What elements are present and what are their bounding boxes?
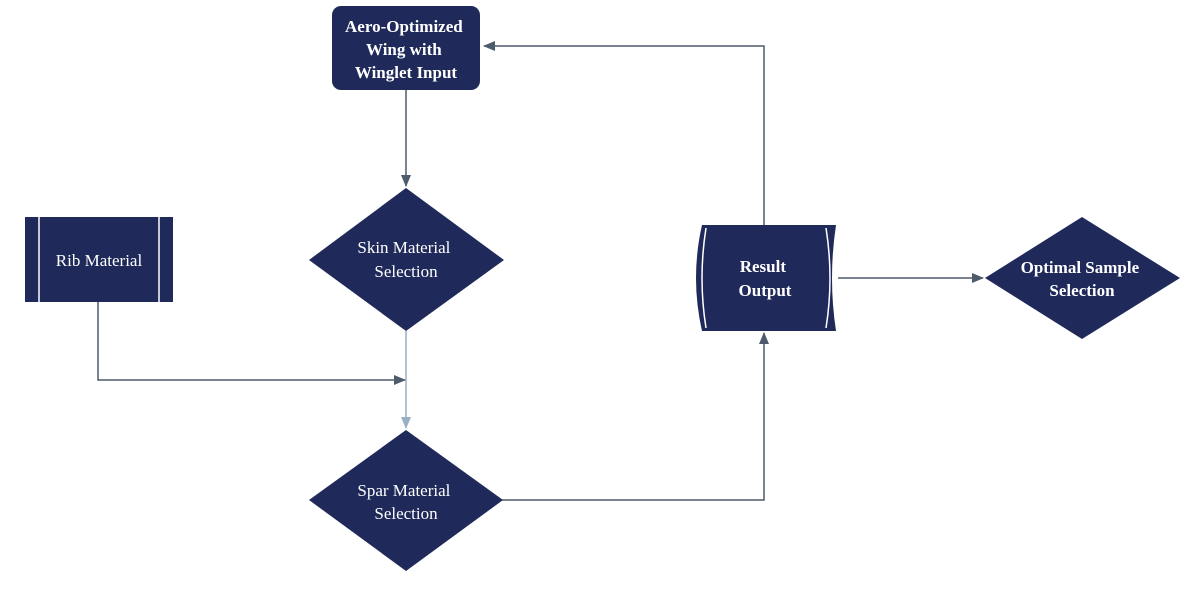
optimal-selection-label-line1: Optimal Sample <box>1021 258 1140 277</box>
svg-text:Aero-Optimized Wing with: Aero-Optimized Wing with Winglet Input <box>345 17 467 82</box>
optimal-selection-node: Optimal Sample Selection <box>985 217 1180 339</box>
skin-selection-label-line1: Skin Material <box>357 238 450 257</box>
svg-text:Spar Material Selection: Spar Material Selection <box>357 481 454 523</box>
connector-result-to-wing <box>483 41 765 225</box>
connector-spar-to-result <box>502 332 769 501</box>
spar-selection-label-line2: Selection <box>374 504 438 523</box>
svg-text:Skin Material Selection: Skin Material Selection <box>357 238 454 281</box>
rib-material-node: Rib Material <box>25 217 173 302</box>
result-output-node: Result Output <box>696 225 836 331</box>
wing-input-label-line1: Aero-Optimized <box>345 17 463 36</box>
spar-selection-node: Spar Material Selection <box>309 430 503 571</box>
svg-text:Optimal Sample Selection: Optimal Sample Selection <box>1021 258 1144 300</box>
wing-input-label-line2: Wing with <box>366 40 442 59</box>
result-output-label-line2: Output <box>739 281 792 300</box>
optimal-selection-label-line2: Selection <box>1049 281 1115 300</box>
skin-selection-label-line2: Selection <box>374 262 438 281</box>
skin-selection-node: Skin Material Selection <box>309 188 504 331</box>
svg-text:Result Output: Result Output <box>739 257 792 300</box>
result-output-label-line1: Result <box>740 257 787 276</box>
connector-rib-to-spar-line <box>97 302 406 385</box>
spar-selection-label-line1: Spar Material <box>357 481 450 500</box>
wing-input-label-line3: Winglet Input <box>355 63 458 82</box>
rib-material-label: Rib Material <box>56 251 143 270</box>
svg-text:Rib Material: Rib Material <box>56 251 143 270</box>
wing-input-node: Aero-Optimized Wing with Winglet Input <box>332 6 480 90</box>
